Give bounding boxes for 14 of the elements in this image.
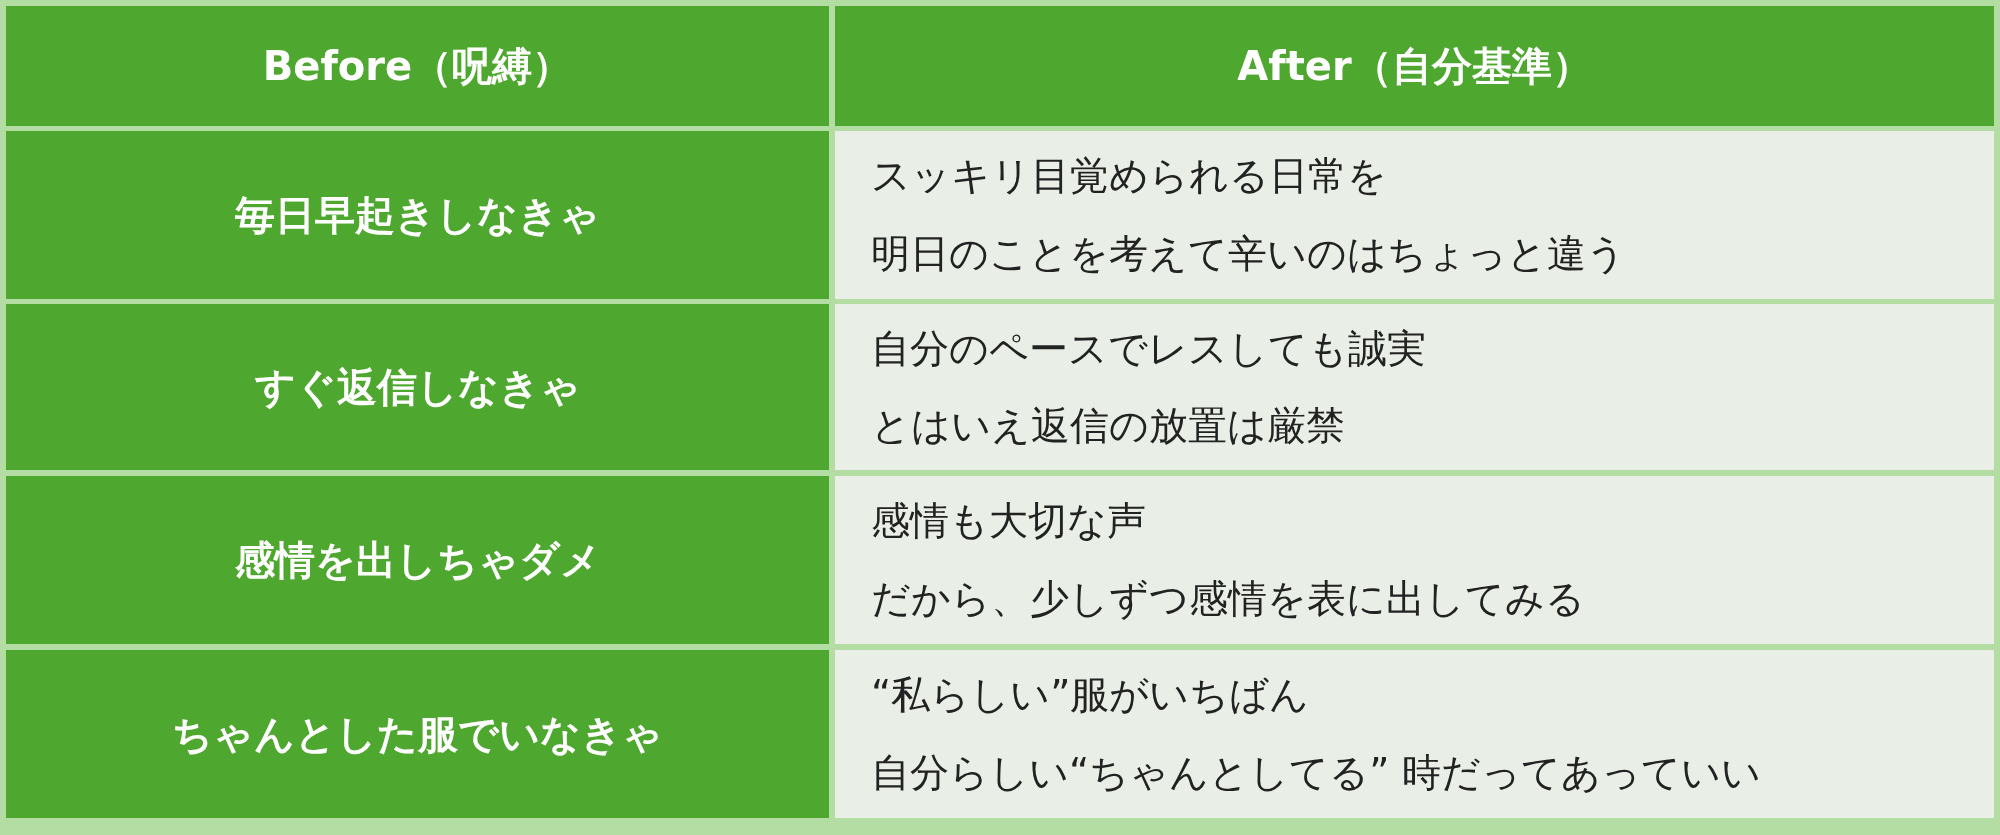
header-cell: After（自分基準）	[835, 6, 1994, 126]
cell-text: 自分らしい“ちゃんとしてる” 時だってあっていい	[871, 749, 1762, 797]
table-cell: ちゃんとした服でいなきゃ	[6, 650, 829, 818]
table-cell: すぐ返信しなきゃ	[6, 304, 829, 470]
cell-text: 自分のペースでレスしても誠実	[871, 324, 1427, 373]
table-cell: 感情を出しちゃダメ	[6, 476, 829, 644]
table-cell: 毎日早起きしなきゃ	[6, 131, 829, 299]
header-cell: Before（呪縛）	[6, 6, 829, 126]
cell-text: だから、少しずつ感情を表に出してみる	[871, 575, 1586, 623]
cell-text: 感情も大切な声	[871, 497, 1147, 545]
cell-text: 明日のことを考えて辛いのはちょっと違う	[871, 230, 1627, 278]
cell-text: “私らしい”服がいちばん	[871, 671, 1311, 719]
cell-text: スッキリ目覚められる日常を	[871, 152, 1388, 200]
cell-text: とはいえ返信の放置は厳禁	[871, 401, 1346, 450]
